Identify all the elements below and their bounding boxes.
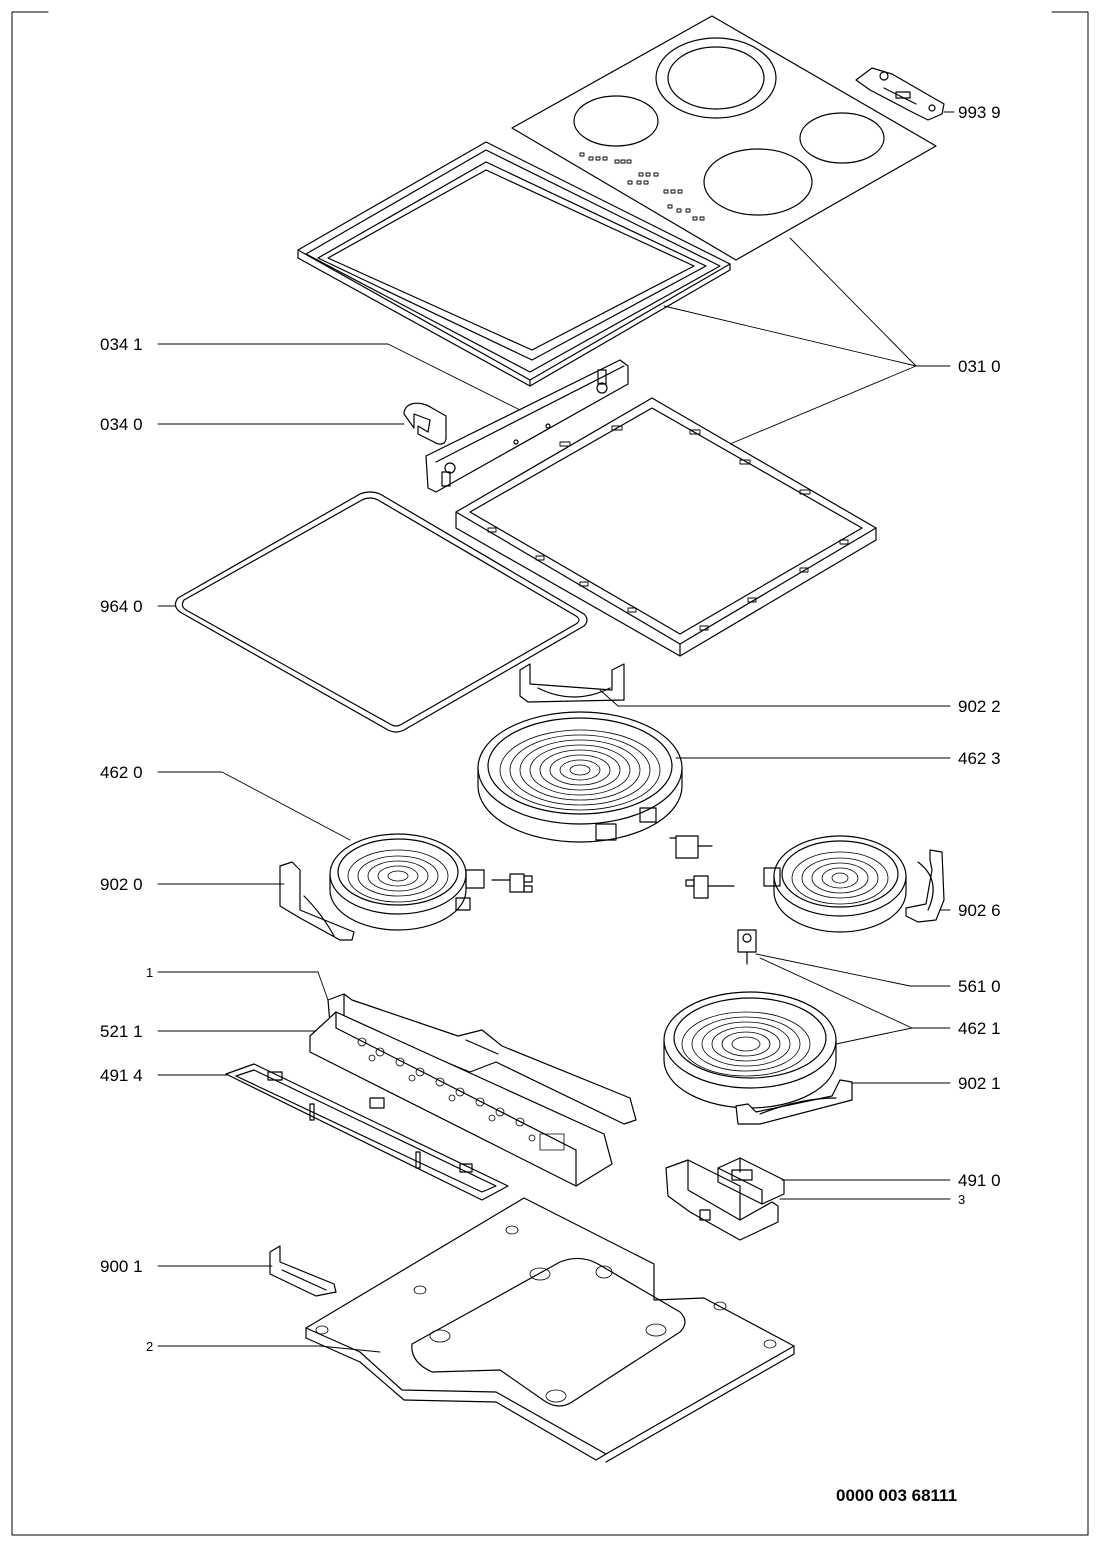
heater-large xyxy=(477,711,683,843)
label-462-1: 462 1 xyxy=(958,1019,1001,1038)
label-902-1: 902 1 xyxy=(958,1074,1001,1093)
seal-gasket xyxy=(174,491,588,733)
heater-right-small xyxy=(763,835,907,933)
label-902-0: 902 0 xyxy=(100,875,143,894)
connector-plug-a xyxy=(669,835,713,859)
label-491-4: 491 4 xyxy=(100,1066,143,1085)
label-1: 1 xyxy=(146,965,154,980)
frame-border xyxy=(11,11,1089,1536)
heater-right-large xyxy=(663,991,837,1109)
connector-plug-c xyxy=(685,875,735,899)
label-2: 2 xyxy=(146,1339,154,1354)
board-cover xyxy=(225,1063,509,1201)
label-902-6: 902 6 xyxy=(958,901,1001,920)
leader-lines xyxy=(157,111,955,1353)
terminal-block xyxy=(717,1157,785,1205)
heater-left xyxy=(329,833,485,931)
label-3: 3 xyxy=(958,1192,966,1207)
heater-bracket-top xyxy=(519,663,625,703)
heater-bracket-bottom xyxy=(735,1079,853,1125)
label-521-1: 521 1 xyxy=(100,1022,143,1041)
connector-plug-b xyxy=(491,873,533,893)
label-462-0: 462 0 xyxy=(100,763,143,782)
label-491-0: 491 0 xyxy=(958,1171,1001,1190)
label-031-0: 031 0 xyxy=(958,357,1001,376)
clip-part xyxy=(403,402,447,445)
label-034-0: 034 0 xyxy=(100,415,143,434)
terminal-bracket xyxy=(665,1159,779,1241)
glass-ceramic-top xyxy=(511,15,937,261)
heater-bracket-right xyxy=(905,849,945,923)
control-board xyxy=(309,1011,613,1187)
heater-bracket-left xyxy=(279,861,355,941)
top-frame xyxy=(297,141,731,387)
label-462-3: 462 3 xyxy=(958,749,1001,768)
document-number: 0000 003 68111 xyxy=(836,1486,958,1505)
top-hinge-bracket xyxy=(855,67,945,121)
label-900-1: 900 1 xyxy=(100,1257,143,1276)
label-902-2: 902 2 xyxy=(958,697,1001,716)
label-034-1: 034 1 xyxy=(100,335,143,354)
label-993-9: 993 9 xyxy=(958,103,1001,122)
foot-clip xyxy=(269,1245,337,1297)
label-964-0: 964 0 xyxy=(100,597,143,616)
label-561-0: 561 0 xyxy=(958,977,1001,996)
main-frame-chassis xyxy=(455,397,877,657)
bottom-tray xyxy=(305,1197,795,1463)
bracket-strip xyxy=(425,359,629,493)
connector-561 xyxy=(737,929,757,965)
